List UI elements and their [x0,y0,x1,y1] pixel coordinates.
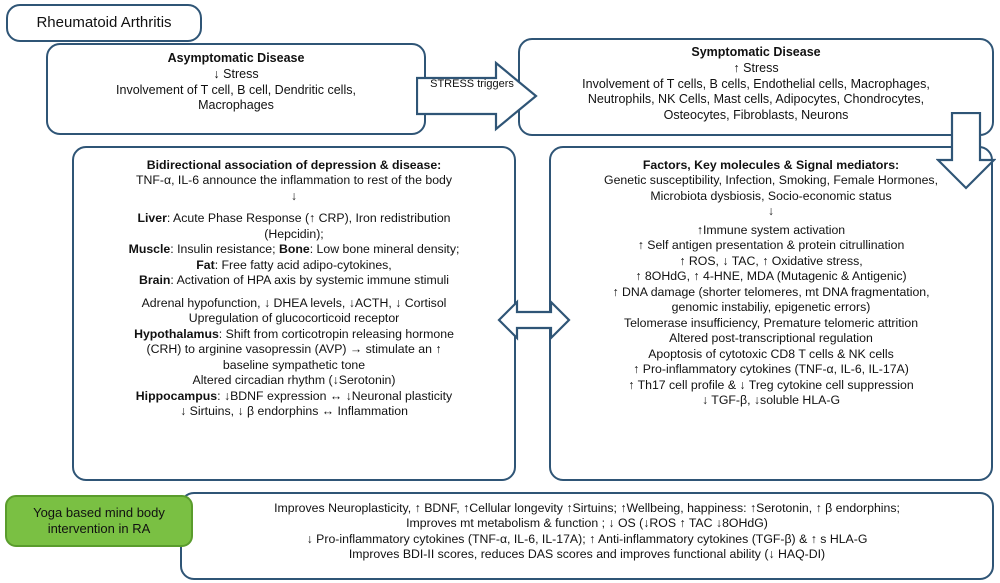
factors-mediators-box: Factors, Key molecules & Signal mediator… [549,146,993,481]
depression-adrenal-line: Adrenal hypofunction, ↓ DHEA levels, ↓AC… [141,295,447,310]
yoga-line-1: Yoga based mind body [33,504,165,520]
depression-hypothalamus-line-2: (CRH) to arginine vasopressin (AVP) → st… [146,342,442,357]
factors-line-6: ↑ ROS, ↓ TAC, ↑ Oxidative stress, [679,253,863,268]
factors-line-1: Genetic susceptibility, Infection, Smoki… [604,173,938,188]
factors-line-14: ↑ Th17 cell profile & ↓ Treg cytokine ce… [628,377,914,392]
stress-triggers-arrow [416,60,538,132]
factors-heading: Factors, Key molecules & Signal mediator… [642,158,900,172]
depression-upregulation-line: Upregulation of glucocorticoid receptor [188,311,400,326]
factors-line-8: ↑ DNA damage (shorter telomeres, mt DNA … [612,284,930,299]
factors-line-7: ↑ 8OHdG, ↑ 4-HNE, MDA (Mutagenic & Antig… [635,269,907,284]
depression-brain-line: Brain: Activation of HPA axis by systemi… [138,273,450,288]
page-title: Rheumatoid Arthritis [36,13,172,31]
title-box: Rheumatoid Arthritis [6,4,202,42]
depression-circadian-line: Altered circadian rhythm (↓Serotonin) [192,373,396,388]
asymptomatic-line-2: Involvement of T cell, B cell, Dendritic… [116,82,356,97]
factors-line-12: Apoptosis of cytotoxic CD8 T cells & NK … [648,346,894,361]
bidirectional-arrow [497,299,571,341]
factors-line-15: ↓ TGF-β, ↓soluble HLA-G [701,393,841,408]
spacer [74,289,514,296]
factors-line-13: ↑ Pro-inflammatory cytokines (TNF-α, IL-… [633,362,909,377]
factors-line-4: ↑Immune system activation [696,222,846,237]
symptomatic-disease-box: Symptomatic Disease ↑ Stress Involvement… [518,38,994,136]
stress-triggers-label: STRESS triggers [430,78,514,90]
depression-fat-line: Fat: Free fatty acid adipo-cytokines, [196,257,392,272]
yoga-line-2: intervention in RA [47,521,151,536]
spacer [74,204,514,211]
depression-hypothalamus-line: Hypothalamus: Shift from corticotropin r… [134,326,454,341]
asymptomatic-line-1: ↓ Stress [213,66,259,81]
factors-line-2: Microbiota dysbiosis, Socio-economic sta… [650,188,892,203]
symptomatic-line-3: Neutrophils, NK Cells, Mast cells, Adipo… [587,92,925,107]
depression-hippocampus-line: Hippocampus: ↓BDNF expression ↔ ↓Neurona… [135,388,453,403]
depression-hypothalamus-line-3: baseline sympathetic tone [222,357,366,372]
factors-line-10: Telomerase insufficiency, Premature telo… [623,315,919,330]
depression-down-arrow-glyph: ↓ [290,188,298,203]
depression-association-box: Bidirectional association of depression … [72,146,516,481]
factors-line-5: ↑ Self antigen presentation & protein ci… [637,238,905,253]
down-block-arrow [936,112,996,190]
depression-heading: Bidirectional association of depression … [146,158,442,172]
factors-line-11: Altered post-transcriptional regulation [669,331,873,346]
outcomes-line-3: ↓ Pro-inflammatory cytokines (TNF-α, IL-… [306,531,868,546]
symptomatic-heading: Symptomatic Disease [691,45,821,59]
outcomes-line-4: Improves BDI-II scores, reduces DAS scor… [348,547,826,562]
depression-sirtuins-line: ↓ Sirtuins, ↓ β endorphins ↔ Inflammatio… [180,404,408,419]
depression-liver-line-2: (Hepcidin); [264,226,324,241]
symptomatic-line-2: Involvement of T cells, B cells, Endothe… [582,76,930,91]
asymptomatic-heading: Asymptomatic Disease [167,51,305,65]
factors-line-3: ↓ [767,204,775,219]
yoga-intervention-box: Yoga based mind body intervention in RA [5,495,193,547]
yoga-outcomes-box: Improves Neuroplasticity, ↑ BDNF, ↑Cellu… [180,492,994,580]
outcomes-line-2: Improves mt metabolism & function ; ↓ OS… [406,516,768,531]
asymptomatic-disease-box: Asymptomatic Disease ↓ Stress Involvemen… [46,43,426,135]
symptomatic-line-4: Osteocytes, Fibroblasts, Neurons [663,108,849,122]
factors-line-9: genomic instabiliy, epigenetic errors) [671,300,871,315]
depression-liver-line: Liver: Acute Phase Response (↑ CRP), Iro… [137,211,451,226]
depression-muscle-bone-line: Muscle: Insulin resistance; Bone: Low bo… [128,242,460,257]
symptomatic-line-1: ↑ Stress [733,60,779,75]
outcomes-line-1: Improves Neuroplasticity, ↑ BDNF, ↑Cellu… [274,501,900,515]
asymptomatic-line-3: Macrophages [198,98,274,113]
depression-line-tnf: TNF-α, IL-6 announce the inflammation to… [135,173,453,188]
